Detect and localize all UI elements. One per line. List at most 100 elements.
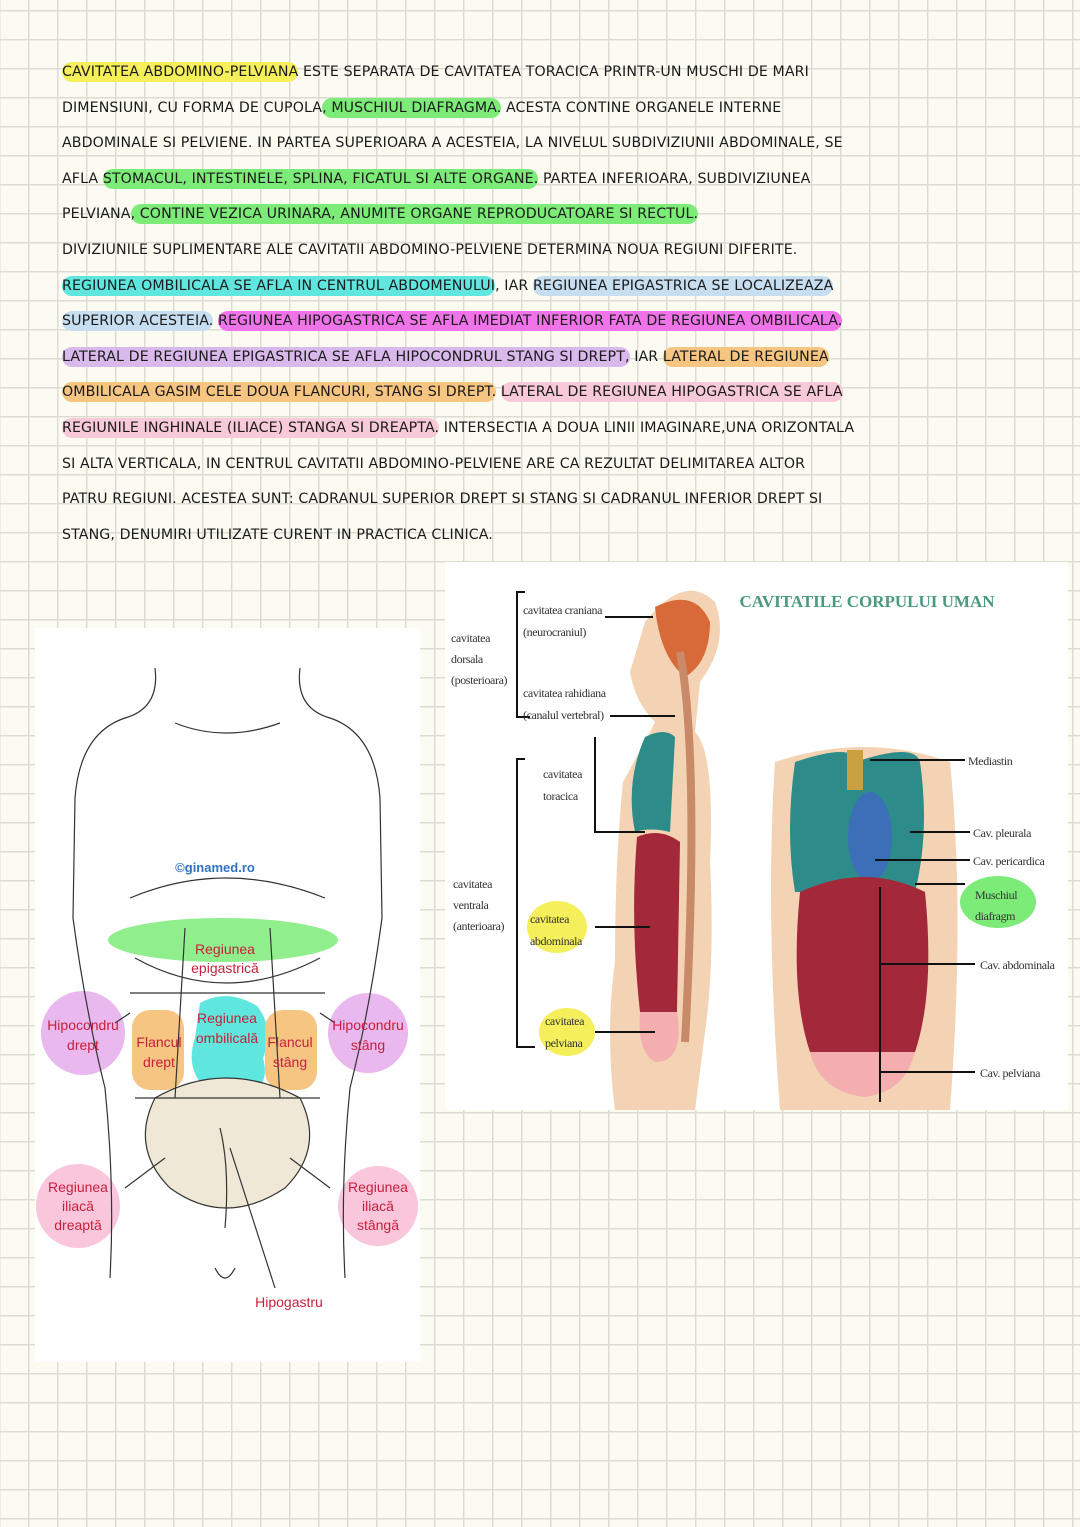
text-line: stang, denumiri utilizate curent in prac… xyxy=(62,520,1022,556)
pelvic-label-1: cavitatea xyxy=(545,1014,585,1028)
text-line: regiunile inghinale (iliace) stanga si d… xyxy=(62,413,1022,449)
ventral-label-3: (anterioara) xyxy=(453,919,505,933)
highlighted-text-pink: lateral de regiunea hipogastrica se afla xyxy=(500,382,843,403)
text-segment: pelviana xyxy=(62,206,131,223)
flank-right-label-1: Flancul xyxy=(136,1034,181,1050)
text-line: pelviana, contine vezica urinara, anumit… xyxy=(62,199,1022,235)
text-line: diviziunile suplimentare ale cavitatii a… xyxy=(62,235,1022,271)
highlighted-text-lightblue: superior acesteia. xyxy=(62,311,214,332)
thoracic-label-2: toracica xyxy=(543,789,579,803)
dorsal-label-3: (posterioara) xyxy=(451,673,508,687)
dorsal-label-2: dorsala xyxy=(451,652,484,666)
flank-left-label-2: stâng xyxy=(273,1054,307,1070)
ventral-label-1: cavitatea xyxy=(453,877,493,891)
spinal-label-2: (canalul vertebral) xyxy=(523,708,604,722)
side-body-illustration xyxy=(610,590,720,1110)
text-line: regiunea ombilicala se afla in centrul a… xyxy=(62,271,1022,307)
epigastric-label-2: epigastrică xyxy=(191,960,259,976)
leader-lines xyxy=(516,591,975,1102)
cranial-label-1: cavitatea craniana xyxy=(523,603,603,617)
text-segment: partea inferioara, subdiviziunea xyxy=(538,170,811,187)
thoracic-label-1: cavitatea xyxy=(543,767,583,781)
dorsal-label-1: cavitatea xyxy=(451,631,491,645)
hypochondrium-right-highlight xyxy=(41,991,125,1075)
iliac-right-label-1: Regiunea xyxy=(48,1179,108,1195)
text-line: dimensiuni, cu forma de cupola, muschiul… xyxy=(62,93,1022,129)
notes-text: cavitatea abdomino-pelviana este separat… xyxy=(62,57,1022,555)
torso-outline xyxy=(72,667,383,1289)
text-segment: dimensiuni, cu forma de cupola xyxy=(62,99,323,116)
text-line: patru regiuni. acestea sunt: cadranul su… xyxy=(62,484,1022,520)
text-segment: afla xyxy=(62,170,103,187)
pelvic-highlight xyxy=(539,1008,595,1056)
text-segment: acesta contine organele interne xyxy=(501,99,782,116)
text-line: si alta verticala, in centrul cavitatii … xyxy=(62,449,1022,485)
highlighted-text-green: stomacul, intestinele, splina, ficatul s… xyxy=(102,168,539,189)
highlighted-text-cyan: regiunea ombilicala se afla in centrul a… xyxy=(62,275,496,296)
body-cavities-figure: CAVITATILE CORPULUI UMAN ca xyxy=(445,562,1068,1110)
highlighted-text-pink: regiunile inghinale (iliace) stanga si d… xyxy=(62,417,440,438)
abdominal-label-1: cavitatea xyxy=(530,912,570,926)
pelvic-front-label: Cav. pelviana xyxy=(980,1066,1041,1080)
text-line: afla stomacul, intestinele, splina, fica… xyxy=(62,164,1022,200)
umbilical-highlight xyxy=(191,996,268,1101)
hypochondrium-left-highlight xyxy=(328,993,408,1073)
watermark: ©ginamed.ro xyxy=(175,860,255,875)
iliac-right-label-2: iliacă xyxy=(62,1198,94,1214)
text-segment: patru regiuni. acestea sunt: cadranul su… xyxy=(62,491,823,508)
highlighted-text-lightblue: regiunea epigastrica se localizeaza xyxy=(532,275,834,296)
cranial-label-2: (neurocraniul) xyxy=(523,625,586,639)
hypogastrium-label: Hipogastru xyxy=(255,1294,323,1310)
text-segment: stang, denumiri utilizate curent in prac… xyxy=(62,526,493,543)
text-segment: abdominale si pelviene. in partea superi… xyxy=(62,135,843,152)
pleural-label: Cav. pleurala xyxy=(973,826,1032,840)
highlighted-text-magenta: regiunea hipogastrica se afla imediat in… xyxy=(218,311,843,332)
pericardial-label: Cav. pericardica xyxy=(973,854,1046,868)
diaphragm-label-1: Muschiul xyxy=(975,888,1018,902)
text-segment: este separata de cavitatea toracica prin… xyxy=(298,64,809,80)
umbilical-label-2: ombilicală xyxy=(196,1030,258,1046)
front-body-illustration xyxy=(771,747,958,1110)
iliac-left-label-3: stângă xyxy=(357,1217,399,1233)
pelvic-label-2: pelviana xyxy=(545,1036,584,1050)
flank-right-highlight xyxy=(132,1010,184,1090)
diaphragm-highlight xyxy=(960,876,1036,928)
iliac-right-label-3: dreaptă xyxy=(54,1217,102,1233)
hypochondrium-left-label-1: Hipocondru xyxy=(332,1017,404,1033)
highlighted-text-green: , contine vezica urinara, anumite organe… xyxy=(130,204,699,225)
ventral-label-2: ventrala xyxy=(453,898,490,912)
mediastin-label: Mediastin xyxy=(968,754,1013,768)
flank-right-label-2: drept xyxy=(143,1054,175,1070)
iliac-left-label-2: iliacă xyxy=(362,1198,394,1214)
text-segment: intersectia a doua linii imaginare,una o… xyxy=(439,419,855,436)
diaphragm-highlight xyxy=(108,918,338,962)
hypochondrium-right-label-2: drept xyxy=(67,1037,99,1053)
text-segment: , iar xyxy=(495,277,533,294)
text-line: ombilicala gasim cele doua flancuri, sta… xyxy=(62,377,1022,413)
highlighted-text-purple: lateral de regiunea epigastrica se afla … xyxy=(62,346,630,367)
figure-title: CAVITATILE CORPULUI UMAN xyxy=(739,592,995,611)
iliac-left-label-1: Regiunea xyxy=(348,1179,408,1195)
iliac-left-highlight xyxy=(338,1166,418,1246)
hypochondrium-left-label-2: stâng xyxy=(351,1037,385,1053)
abdominal-front-label: Cav. abdominala xyxy=(980,958,1056,972)
epigastric-label-1: Regiunea xyxy=(195,941,255,957)
highlighted-text-green: , muschiul diafragma. xyxy=(322,97,502,118)
abdominal-highlight xyxy=(527,901,587,953)
text-line: cavitatea abdomino-pelviana este separat… xyxy=(62,57,1022,93)
highlighted-text-yellow: cavitatea abdomino-pelviana xyxy=(62,62,299,82)
flank-left-highlight xyxy=(265,1010,317,1090)
highlighted-text-orange: lateral de regiunea xyxy=(662,346,829,367)
hypochondrium-right-label-1: Hipocondru xyxy=(47,1017,119,1033)
diaphragm-label-2: diafragm xyxy=(975,909,1016,923)
abdominal-regions-figure: ©ginamed.ro Regiunea epigastrică Hipocon… xyxy=(35,628,420,1362)
text-segment: si alta verticala, in centrul cavitatii … xyxy=(62,455,806,472)
text-line: abdominale si pelviene. in partea superi… xyxy=(62,128,1022,164)
abdominal-label-2: abdominala xyxy=(530,934,583,948)
text-segment: iar xyxy=(629,348,663,365)
flank-left-label-1: Flancul xyxy=(267,1034,312,1050)
highlighted-text-orange: ombilicala gasim cele doua flancuri, sta… xyxy=(62,382,497,403)
iliac-right-highlight xyxy=(36,1164,120,1248)
spinal-label-1: cavitatea rahidiana xyxy=(523,686,607,700)
umbilical-label-1: Regiunea xyxy=(197,1010,257,1026)
